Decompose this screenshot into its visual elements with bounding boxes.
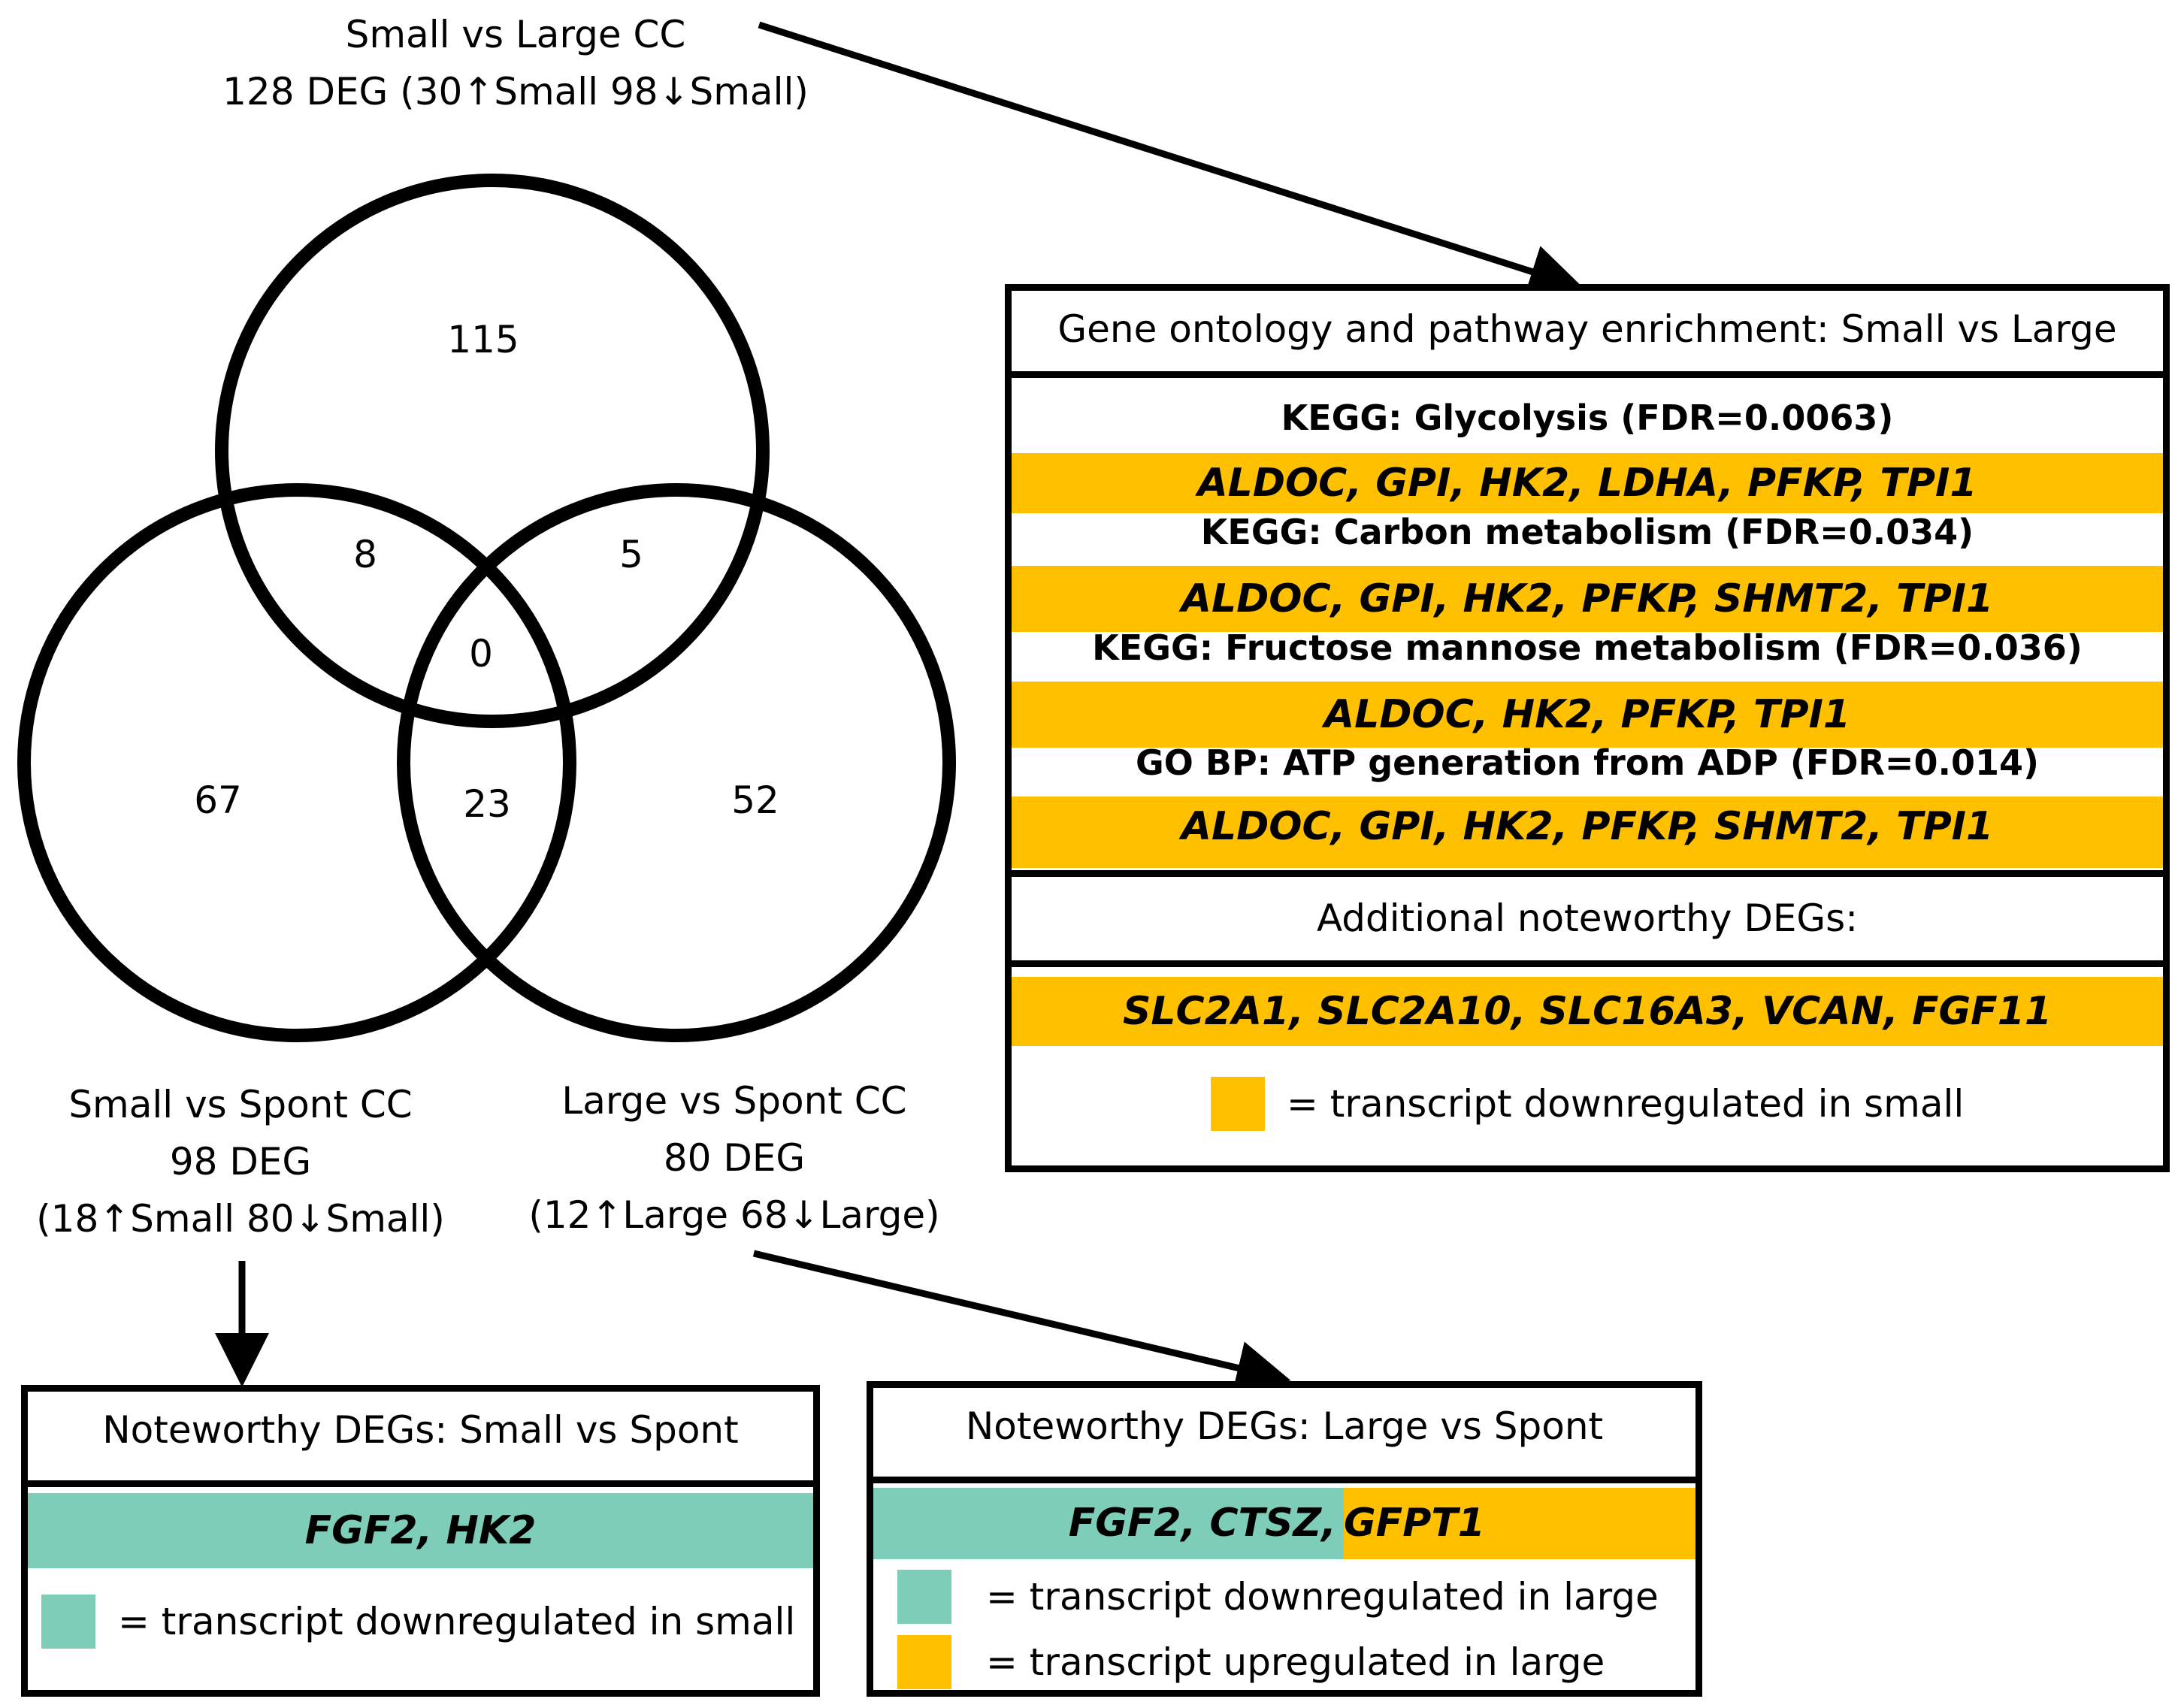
enrichment-term-1: KEGG: Glycolysis (FDR=0.0063): [1281, 398, 1894, 438]
venn-circle-small-vs-large: [215, 174, 770, 728]
venn-circle-small-vs-spont: [17, 483, 576, 1042]
venn-label-small-vs-large: Small vs Large CC 128 DEG (30↑Small 98↓S…: [140, 6, 891, 120]
enrichment-term-2: KEGG: Carbon metabolism (FDR=0.034): [1200, 512, 1974, 552]
divider: [1012, 870, 2163, 877]
large-vs-spont-box: Noteworthy DEGs: Large vs Spont FGF2, CT…: [867, 1381, 1702, 1697]
set-title: Large vs Spont CC: [561, 1079, 907, 1123]
legend-text: = transcript downregulated in small: [1287, 1082, 1965, 1126]
venn-label-large-vs-spont: Large vs Spont CC 80 DEG (12↑Large 68↓La…: [509, 1072, 960, 1244]
gene-band-1: ALDOC, GPI, HK2, LDHA, PFKP, TPI1: [1012, 453, 2163, 513]
set-direction-counts: (12↑Large 68↓Large): [528, 1193, 940, 1237]
divider: [1012, 960, 2163, 967]
gene-band-3: ALDOC, HK2, PFKP, TPI1: [1012, 682, 2163, 748]
large-vs-spont-genes-band: FGF2, CTSZ, GFPT1: [873, 1488, 1695, 1559]
region-count-right-only: 52: [731, 778, 779, 822]
gene-band-2: ALDOC, GPI, HK2, PFKP, SHMT2, TPI1: [1012, 566, 2163, 632]
additional-degs-header: Additional noteworthy DEGs:: [1316, 896, 1859, 940]
legend-text: = transcript downregulated in small: [118, 1600, 796, 1643]
large-vs-spont-genes-orange: GFPT1: [1344, 1501, 1485, 1546]
gene-band-4: ALDOC, GPI, HK2, PFKP, SHMT2, TPI1: [1012, 797, 2163, 868]
large-vs-spont-header: Noteworthy DEGs: Large vs Spont: [965, 1404, 1604, 1448]
set-deg-count: 80 DEG: [663, 1136, 806, 1180]
small-vs-spont-header: Noteworthy DEGs: Small vs Spont: [102, 1408, 739, 1452]
arrow-to-large-spont-box: [752, 1250, 1291, 1395]
set-direction-counts: (18↑Small 80↓Small): [36, 1197, 445, 1241]
legend-swatch-teal: [41, 1595, 95, 1649]
region-count-center: 0: [469, 632, 493, 676]
enrichment-box-header: Gene ontology and pathway enrichment: Sm…: [1057, 307, 2117, 351]
set-deg-count: 128 DEG (30↑Small 98↓Small): [222, 70, 809, 113]
divider: [1012, 371, 2163, 378]
divider: [873, 1477, 1695, 1483]
venn-circle-large-vs-spont: [397, 483, 956, 1042]
region-count-left-right: 23: [463, 782, 511, 826]
legend-swatch-teal: [897, 1570, 951, 1624]
region-count-top-only: 115: [447, 318, 519, 361]
small-vs-spont-box: Noteworthy DEGs: Small vs Spont FGF2, HK…: [21, 1385, 820, 1697]
additional-genes-band: SLC2A1, SLC2A10, SLC16A3, VCAN, FGF11: [1012, 977, 2163, 1046]
set-deg-count: 98 DEG: [169, 1140, 312, 1184]
divider: [28, 1480, 813, 1487]
legend-swatch-orange: [1211, 1077, 1265, 1131]
small-vs-spont-genes-band: FGF2, HK2: [28, 1493, 813, 1568]
set-title: Small vs Spont CC: [68, 1083, 413, 1126]
enrichment-box: Gene ontology and pathway enrichment: Sm…: [1005, 284, 2170, 1172]
enrichment-term-4: GO BP: ATP generation from ADP (FDR=0.01…: [1136, 742, 2039, 783]
arrow-to-enrichment-box: [758, 21, 1584, 298]
large-vs-spont-genes-teal: FGF2, CTSZ,: [1068, 1501, 1336, 1546]
venn-label-small-vs-spont: Small vs Spont CC 98 DEG (18↑Small 80↓Sm…: [15, 1076, 466, 1247]
region-count-top-right: 5: [619, 533, 643, 576]
legend-swatch-orange: [897, 1635, 951, 1689]
region-count-left-only: 67: [194, 778, 242, 822]
legend-text-teal: = transcript downregulated in large: [986, 1575, 1659, 1619]
set-title: Small vs Large CC: [345, 13, 686, 56]
region-count-top-left: 8: [353, 533, 377, 576]
enrichment-term-3: KEGG: Fructose mannose metabolism (FDR=0…: [1092, 627, 2083, 668]
legend-text-orange: = transcript upregulated in large: [986, 1640, 1605, 1684]
